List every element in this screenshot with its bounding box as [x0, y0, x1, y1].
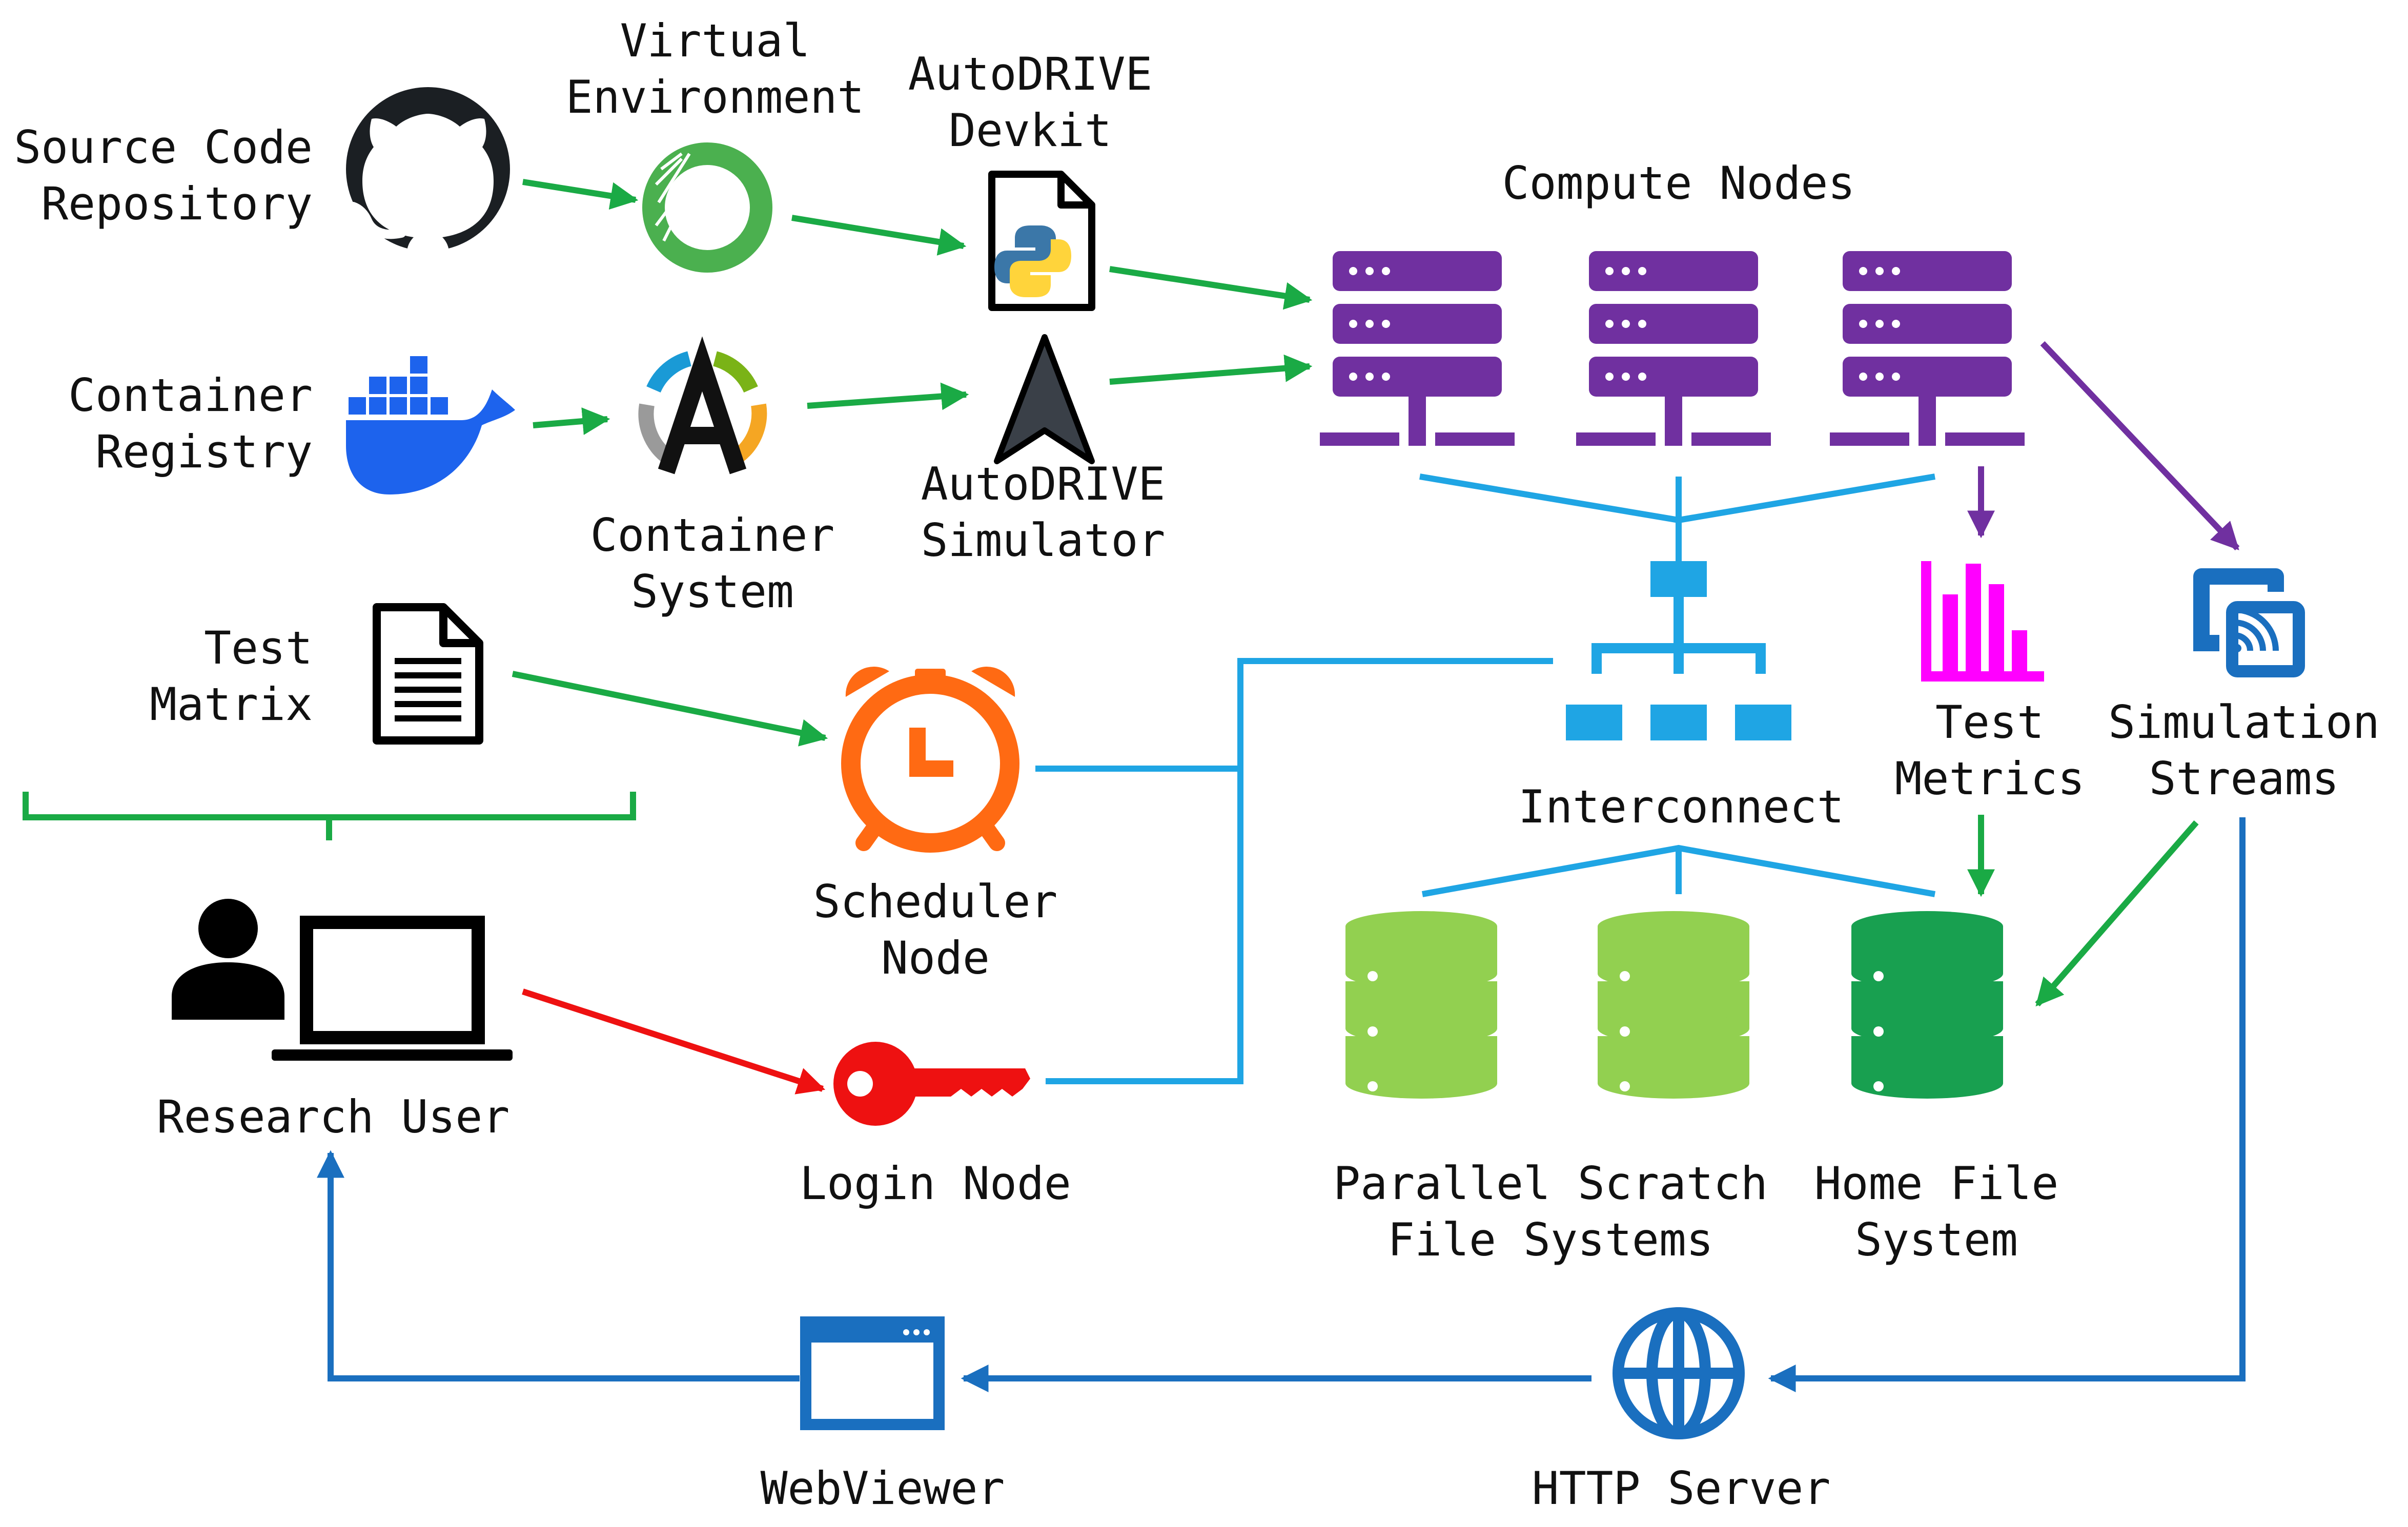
- container-system-label: Container: [590, 509, 835, 562]
- alarm-clock-icon: [841, 667, 1019, 853]
- simulator-label: Simulator: [921, 514, 1166, 567]
- bar-chart-icon: [1921, 561, 2044, 682]
- connectors: [23, 179, 2246, 1392]
- autodrive-simulator-icon: [994, 334, 1095, 464]
- simulator-label: AutoDRIVE: [921, 458, 1166, 510]
- source-code-label: Source Code: [14, 121, 313, 174]
- compute-nodes-label: Compute Nodes: [1502, 157, 1855, 210]
- python-file-icon: [988, 171, 1095, 311]
- compute-bus: [1419, 473, 1936, 524]
- arrow-simulator-to-compute: [1109, 354, 1313, 385]
- github-icon: [346, 87, 510, 293]
- key-icon: [833, 1042, 1030, 1126]
- docker-icon: [346, 356, 515, 494]
- research-user-label: Research User: [157, 1090, 510, 1143]
- server-icon: [1320, 251, 2025, 446]
- container-system-icon: [638, 336, 767, 474]
- test-metrics-label: Metrics: [1895, 752, 2085, 805]
- http-server-label: HTTP Server: [1532, 1462, 1831, 1515]
- arrow-devkit-to-compute: [1109, 266, 1313, 310]
- webviewer-to-user: [317, 1150, 800, 1381]
- arrow-compute-to-streams: [2040, 341, 2240, 551]
- database-icon: [1345, 911, 2003, 1099]
- login-node-label: Login Node: [800, 1157, 1071, 1210]
- user-bracket: [23, 792, 636, 840]
- interconnect-to-sched-login: [1035, 658, 1553, 1084]
- sim-streams-label: Simulation: [2108, 696, 2380, 749]
- parallel-fs-label: Parallel Scratch: [1333, 1157, 1768, 1210]
- arrow-container-to-simulator: [807, 382, 969, 410]
- network-hierarchy-icon: [1566, 561, 1791, 740]
- test-matrix-label: Matrix: [150, 678, 313, 731]
- virtual-env-label: Virtual: [620, 14, 810, 67]
- source-code-label: Repository: [41, 177, 313, 230]
- test-matrix-label: Test: [204, 622, 313, 674]
- scheduler-label: Node: [881, 932, 990, 984]
- labels: Source Code Repository Virtual Environme…: [14, 14, 2380, 1515]
- user-laptop-icon: [172, 899, 513, 1061]
- streams-to-http: [1768, 817, 2246, 1392]
- stream-cast-icon: [2193, 568, 2305, 677]
- globe-icon: [1613, 1307, 1745, 1439]
- home-fs-label: System: [1855, 1213, 2018, 1266]
- devkit-label: AutoDRIVE: [908, 48, 1153, 100]
- arrow-user-to-login: [522, 988, 826, 1095]
- arrow-venv-to-devkit: [791, 215, 967, 256]
- test-metrics-label: Test: [1935, 696, 2044, 749]
- interconnect-to-storage: [1421, 844, 1936, 897]
- interconnect-label: Interconnect: [1518, 780, 1844, 833]
- container-system-label: System: [631, 565, 794, 618]
- database-icon: [1598, 911, 1749, 1099]
- sim-streams-label: Streams: [2149, 752, 2339, 805]
- browser-window-icon: [800, 1316, 945, 1430]
- home-fs-label: Home File: [1814, 1157, 2059, 1210]
- devkit-label: Devkit: [949, 104, 1112, 157]
- virtual-env-label: Environment: [566, 71, 865, 123]
- container-registry-label: Registry: [95, 425, 313, 478]
- database-icon: [1345, 911, 1497, 1099]
- arrow-matrix-to-scheduler: [512, 671, 828, 747]
- scheduler-label: Scheduler: [813, 875, 1058, 928]
- parallel-fs-label: File Systems: [1387, 1213, 1713, 1266]
- webviewer-label: WebViewer: [761, 1462, 1005, 1515]
- virtual-env-icon: [642, 142, 772, 273]
- database-icon: [1851, 911, 2003, 1099]
- container-registry-label: Container: [68, 369, 313, 422]
- arrow-streams-to-home: [2035, 820, 2199, 1007]
- arrow-registry-to-container: [533, 407, 610, 435]
- arrow-repo-to-venv: [522, 179, 639, 210]
- document-icon: [373, 603, 483, 745]
